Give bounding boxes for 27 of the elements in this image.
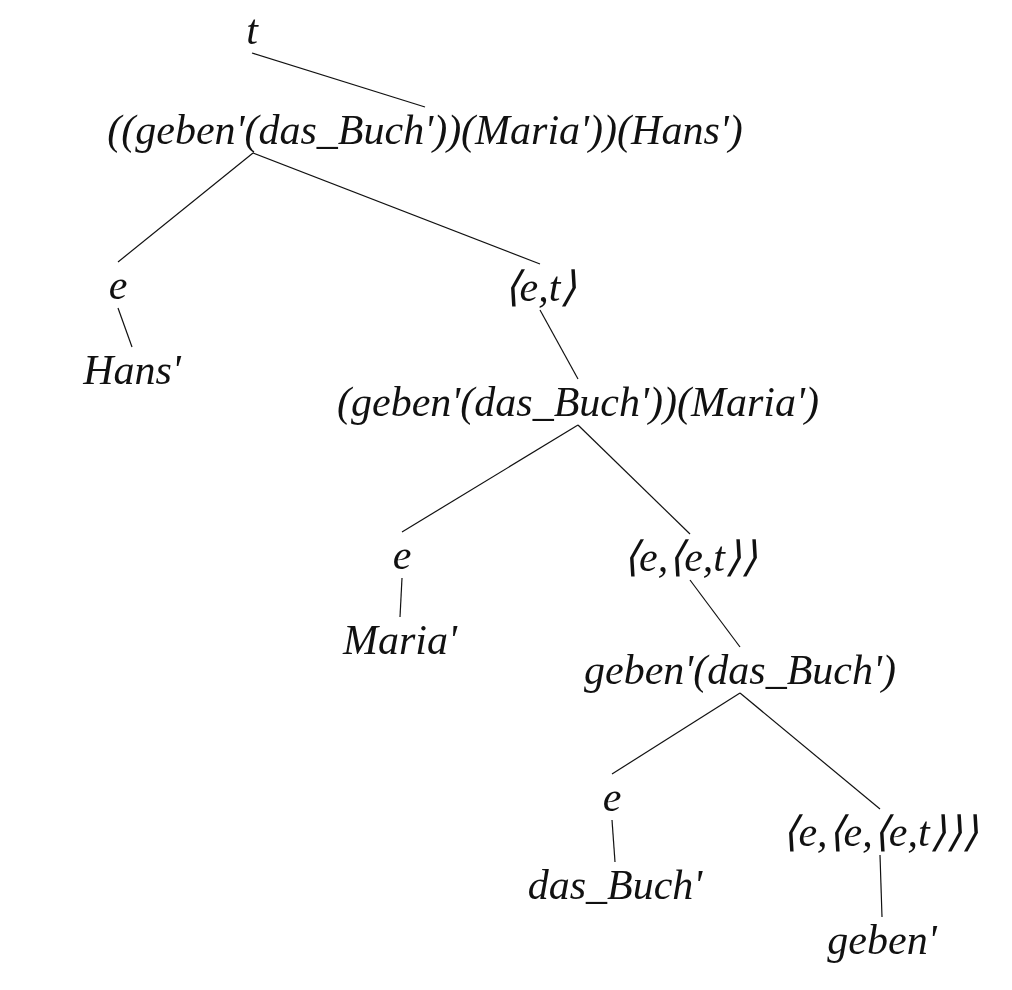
tree-branch-line bbox=[117, 152, 254, 263]
tree-branch-line bbox=[251, 52, 426, 108]
tree-node-label: Maria' bbox=[343, 619, 457, 661]
tree-node-label: geben'(das_Buch') bbox=[584, 649, 896, 691]
tree-node-label: e bbox=[392, 534, 412, 576]
tree-node-label: ((geben'(das_Buch'))(Maria'))(Hans') bbox=[107, 109, 743, 151]
tree-node-label: geben' bbox=[827, 919, 937, 961]
tree-branch-line bbox=[117, 307, 133, 348]
tree-branch-line bbox=[611, 692, 741, 775]
tree-node-label: Hans' bbox=[83, 349, 181, 391]
tree-node-label: das_Buch' bbox=[527, 864, 703, 906]
tree-branch-line bbox=[739, 692, 881, 810]
tree-branch-line bbox=[401, 424, 579, 533]
tree-branch-line bbox=[879, 854, 883, 918]
tree-node-label: (geben'(das_Buch'))(Maria') bbox=[337, 381, 819, 423]
tree-branch-line bbox=[539, 309, 579, 380]
tree-node-label: ⟨e,⟨e,t⟩⟩ bbox=[623, 536, 757, 578]
tree-branch-line bbox=[252, 152, 541, 265]
tree-branch-line bbox=[577, 424, 691, 535]
tree-node-label: e bbox=[602, 776, 622, 818]
tree-branch-line bbox=[611, 819, 616, 863]
tree-node-label: ⟨e,t⟩ bbox=[503, 266, 577, 308]
tree-node-label: e bbox=[108, 264, 128, 306]
tree-node-label: ⟨e,⟨e,⟨e,t⟩⟩⟩ bbox=[782, 811, 978, 853]
tree-branch-line bbox=[399, 577, 403, 618]
tree-branch-line bbox=[689, 579, 741, 648]
tree-node-label: t bbox=[246, 9, 258, 51]
